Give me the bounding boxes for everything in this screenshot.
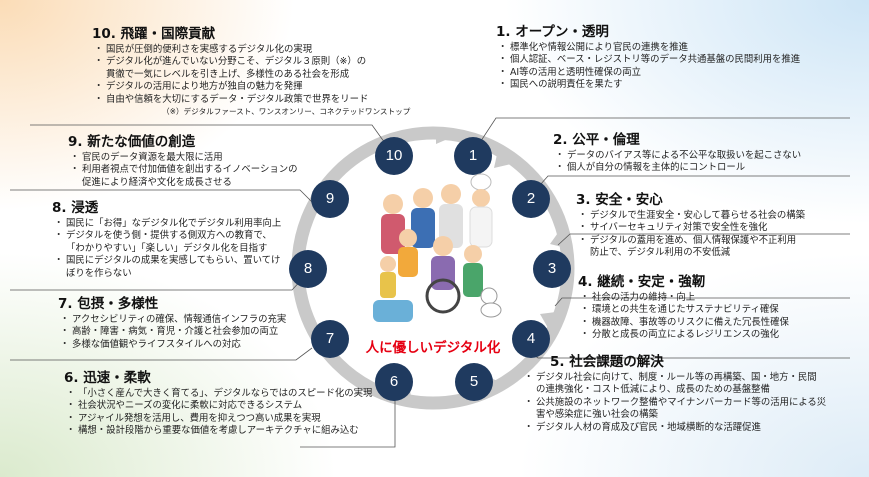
list-item: デジタル人材の育成及び官民・地域横断的な活躍促進 xyxy=(524,422,826,435)
list-item: デジタルの蓋用を進め、個人情報保護や不正利用 xyxy=(578,235,805,248)
list-item: デジタルで生涯安全・安心して暮らせる社会の構築 xyxy=(578,210,805,223)
list-item: 社会の活力の維持・向上 xyxy=(580,292,789,305)
list-item: アクセシビリティの確保、情報通信インフラの充実 xyxy=(60,314,286,327)
list-item: 国民に「お得」なデジタル化でデジタル利用率向上 xyxy=(54,218,281,231)
list-item: の連携強化・コスト低減により、成長のための基盤整備 xyxy=(536,384,770,396)
list-item: 分散と成長の両立によるレジリエンスの強化 xyxy=(580,329,789,342)
family-illustration xyxy=(373,173,502,322)
list-item: 国民への説明責任を果たす xyxy=(498,79,800,92)
list-item: 高齢・障害・病気・育児・介護と社会参加の両立 xyxy=(60,326,286,339)
section-title: 5. 社会課題の解決 xyxy=(550,354,664,370)
list-item: 防止で、デジタル利用の不安低減 xyxy=(590,247,731,259)
list-item: 社会状況やニーズの変化に柔軟に対応できるシステム xyxy=(66,400,372,413)
section-title: 1. オープン・透明 xyxy=(496,24,609,40)
item-list: アクセシビリティの確保、情報通信インフラの充実 高齢・障害・病気・育児・介護と社… xyxy=(58,314,286,352)
people-group xyxy=(373,173,502,322)
item-list: デジタル社会に向けて、制度・ルール等の再構築、国・地方・民間 の連携強化・コスト… xyxy=(522,372,826,434)
section-3: 3. 安全・安心 デジタルで生涯安全・安心して暮らせる社会の構築 サイバーセキュ… xyxy=(576,188,805,260)
leader-line-7 xyxy=(10,347,313,361)
list-item: 標準化や情報公開により官民の連携を推進 xyxy=(498,42,800,55)
section-title: 8. 浸透 xyxy=(52,200,99,216)
section-title: 3. 安全・安心 xyxy=(576,192,663,208)
section-1: 1. オープン・透明 標準化や情報公開により官民の連携を推進 個人認証、ベース・… xyxy=(496,20,800,92)
section-4: 4. 継続・安定・強靭 社会の活力の維持・向上 環境との共生を通じたサステナビリ… xyxy=(578,270,789,342)
center-caption: 人に優しいデジタル化 xyxy=(365,340,501,356)
ring-arrow xyxy=(540,312,556,328)
list-item: アジャイル発想を活用し、費用を抑えつつ高い成果を実現 xyxy=(66,413,372,426)
section-5: 5. 社会課題の解決 デジタル社会に向けて、制度・ルール等の再構築、国・地方・民… xyxy=(522,350,826,434)
section-6: 6. 迅速・柔軟 「小さく産んで大きく育てる」、デジタルならではのスピード化の実… xyxy=(64,366,372,438)
list-item: サイバーセキュリティ対策で安全性を強化 xyxy=(578,222,805,235)
list-item: 利用者視点で付加価値を創出するイノベーションの xyxy=(70,164,297,177)
list-item: デジタルを使う側・提供する側双方への教育で、 xyxy=(54,230,281,243)
list-item: 公共施設のネットワーク整備やマイナンバーカード等の活用による災 xyxy=(524,397,826,410)
node-6: 6 xyxy=(375,363,413,401)
list-item: データのバイアス等による不公平な取扱いを起こさない xyxy=(555,150,801,163)
footnote: （※）デジタルファースト、ワンスオンリー、コネクテッドワンストップ xyxy=(162,107,411,117)
leader-line-6 xyxy=(300,395,396,448)
leader-line-9 xyxy=(10,189,316,206)
list-item: 多様な価値観やライフスタイルへの対応 xyxy=(60,339,286,352)
item-list: 標準化や情報公開により官民の連携を推進 個人認証、ベース・レジストリ等のデータ共… xyxy=(496,42,800,92)
item-list: データのバイアス等による不公平な取扱いを起こさない 個人が自分の情報を主体的にコ… xyxy=(553,150,801,175)
list-item: 貫徹で一気にレベルを引き上げ、多様性のある社会を形成 xyxy=(106,68,350,80)
section-8: 8. 浸透 国民に「お得」なデジタル化でデジタル利用率向上 デジタルを使う側・提… xyxy=(52,196,281,280)
list-item: 自由や信頼を大切にするデータ・デジタル政策で世界をリード xyxy=(94,94,410,107)
node-9: 9 xyxy=(311,180,349,218)
section-title: 7. 包摂・多様性 xyxy=(58,296,159,312)
item-list: 国民が圧倒的便利さを実感するデジタル化の実現 デジタル化が進んでいない分野こそ、… xyxy=(92,44,410,106)
node-1: 1 xyxy=(454,137,492,175)
ring-arrow xyxy=(436,132,450,144)
node-4: 4 xyxy=(512,320,550,358)
item-list: 「小さく産んで大きく育てる」、デジタルならではのスピード化の実現 社会状況やニー… xyxy=(64,388,372,438)
list-item: 構想・設計段階から重要な価値を考慮しアーキテクチャに組み込む xyxy=(66,425,372,438)
list-item: AI等の活用と透明性確保の両立 xyxy=(498,67,800,80)
section-title: 2. 公平・倫理 xyxy=(553,132,640,148)
item-list: 官民のデータ資源を最大限に活用 利用者視点で付加価値を創出するイノベーションの … xyxy=(68,152,297,189)
list-item: デジタル化が進んでいない分野こそ、デジタル３原則（※）の xyxy=(94,56,410,69)
section-7: 7. 包摂・多様性 アクセシビリティの確保、情報通信インフラの充実 高齢・障害・… xyxy=(58,292,286,352)
list-item: 機器故障、事故等のリスクに備えた冗長性確保 xyxy=(580,317,789,330)
list-item: 国民にデジタルの成果を実感してもらい、置いてけ xyxy=(54,255,281,268)
node-8: 8 xyxy=(289,250,327,288)
node-2: 2 xyxy=(512,180,550,218)
list-item: 個人認証、ベース・レジストリ等のデータ共通基盤の民間利用を推進 xyxy=(498,54,800,67)
node-3: 3 xyxy=(533,250,571,288)
ring-arrow xyxy=(494,150,511,168)
section-2: 2. 公平・倫理 データのバイアス等による不公平な取扱いを起こさない 個人が自分… xyxy=(553,128,801,175)
section-title: 9. 新たな価値の創造 xyxy=(68,134,196,150)
node-10: 10 xyxy=(375,137,413,175)
leader-line-2 xyxy=(539,175,850,186)
list-item: 害や感染症に強い社会の構築 xyxy=(536,409,658,421)
list-item: 国民が圧倒的便利さを実感するデジタル化の実現 xyxy=(94,44,410,57)
section-title: 10. 飛躍・国際貢献 xyxy=(92,26,216,42)
item-list: 国民に「お得」なデジタル化でデジタル利用率向上 デジタルを使う側・提供する側双方… xyxy=(52,218,281,280)
list-item: デジタル社会に向けて、制度・ルール等の再構築、国・地方・民間 xyxy=(524,372,826,385)
section-9: 9. 新たな価値の創造 官民のデータ資源を最大限に活用 利用者視点で付加価値を創… xyxy=(68,130,297,189)
list-item: 促進により経済や文化を成長させる xyxy=(82,176,232,188)
list-item: 「わかりやすい」「楽しい」デジタル化を目指す xyxy=(66,242,268,254)
ring-arrow xyxy=(550,230,566,248)
section-title: 4. 継続・安定・強靭 xyxy=(578,274,706,290)
node-5: 5 xyxy=(455,363,493,401)
list-item: 「小さく産んで大きく育てる」、デジタルならではのスピード化の実現 xyxy=(66,388,372,401)
list-item: デジタルの活用により地方が独自の魅力を発揮 xyxy=(94,81,410,94)
list-item: 官民のデータ資源を最大限に活用 xyxy=(70,152,297,165)
item-list: 社会の活力の維持・向上 環境との共生を通じたサステナビリティ確保 機器故障、事故… xyxy=(578,292,789,342)
list-item: 環境との共生を通じたサステナビリティ確保 xyxy=(580,304,789,317)
section-10: 10. 飛躍・国際貢献 国民が圧倒的便利さを実感するデジタル化の実現 デジタル化… xyxy=(92,22,410,117)
section-title: 6. 迅速・柔軟 xyxy=(64,370,151,386)
list-item: ぼりを作らない xyxy=(66,267,132,279)
item-list: デジタルで生涯安全・安心して暮らせる社会の構築 サイバーセキュリティ対策で安全性… xyxy=(576,210,805,260)
node-7: 7 xyxy=(311,320,349,358)
list-item: 個人が自分の情報を主体的にコントロール xyxy=(555,162,801,175)
